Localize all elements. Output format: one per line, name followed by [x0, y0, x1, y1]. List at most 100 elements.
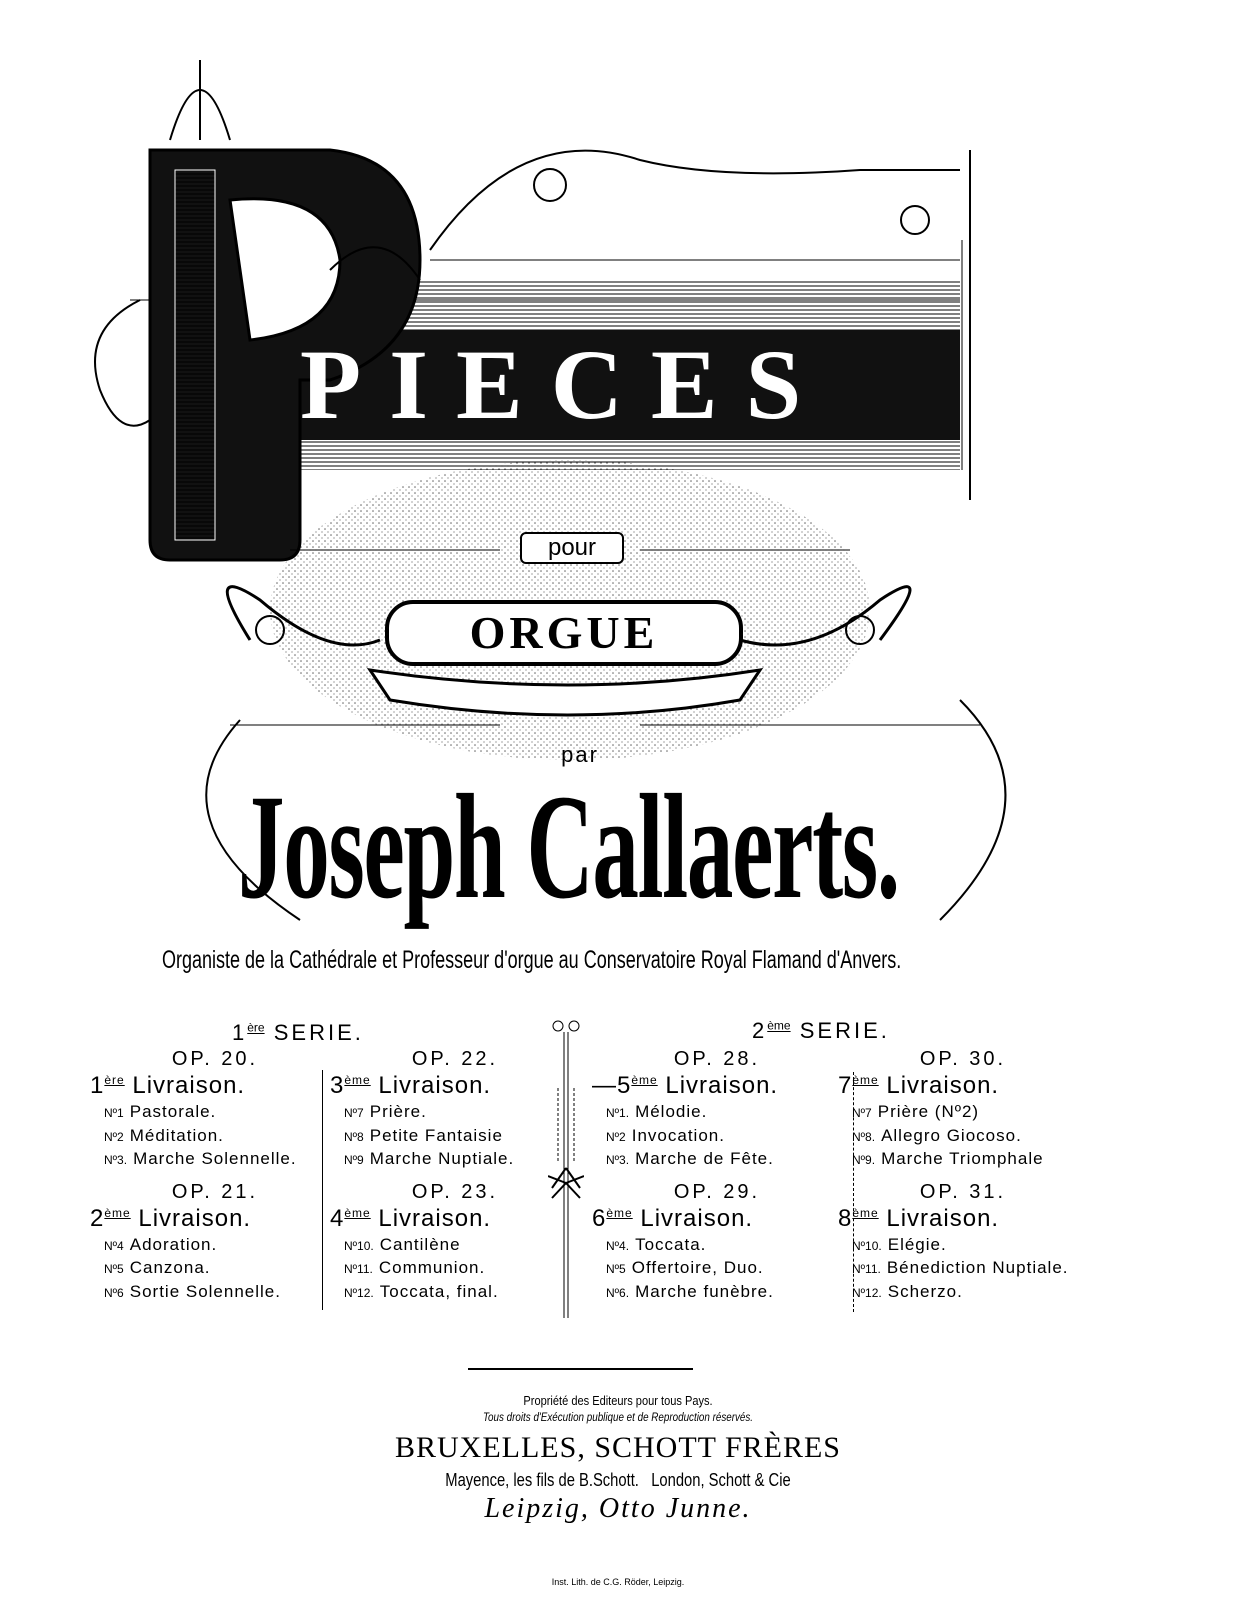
footer-rule: [468, 1368, 693, 1370]
piece-number: Nº9.: [852, 1153, 876, 1167]
livraison-heading: —5ème Livraison.: [592, 1072, 842, 1102]
opus-number: OP. 30.: [919, 1048, 1007, 1070]
piece-number: Nº3.: [606, 1153, 630, 1167]
piece-number: Nº2: [606, 1129, 626, 1144]
piece-title: Sortie Solennelle.: [129, 1281, 281, 1301]
title-instrument: ORGUE: [385, 600, 743, 666]
piece-item: Nº1. Mélodie.: [592, 1102, 842, 1126]
piece-title: Prière (Nº2): [877, 1102, 980, 1121]
livraison-heading: 8ème Livraison.: [838, 1205, 1088, 1235]
series-label: SERIE.: [273, 1020, 364, 1045]
livraison-heading: 3ème Livraison.: [330, 1072, 580, 1102]
piece-number: Nº11.: [852, 1262, 881, 1276]
piece-number: Nº8: [344, 1129, 364, 1144]
series-divider-ornament: [548, 1020, 584, 1318]
series-2-heading: 2ème SERIE.: [752, 1018, 890, 1044]
opus-number: OP. 22.: [411, 1048, 499, 1070]
piece-title: Communion.: [378, 1258, 486, 1277]
piece-number: Nº1: [104, 1106, 124, 1120]
piece-number: Nº5: [104, 1262, 124, 1276]
piece-item: Nº10.Cantilène: [330, 1235, 580, 1259]
piece-item: Nº3.Marche de Fête.: [592, 1149, 842, 1173]
piece-title: Elégie.: [887, 1234, 947, 1254]
piece-number: Nº10.: [344, 1238, 374, 1253]
publisher-leipzig: Leipzig, Otto Junne.: [484, 1493, 752, 1524]
series-label: SERIE.: [799, 1018, 890, 1043]
series-number: 1: [232, 1020, 248, 1045]
rights-notice: Propriété des Editeurs pour tous Pays.: [523, 1393, 713, 1408]
livraison-number: 8: [838, 1204, 853, 1232]
piece-item: Nº1 Pastorale.: [90, 1102, 340, 1126]
title-pour: pour: [520, 532, 624, 564]
piece-title: Méditation.: [129, 1125, 224, 1145]
piece-item: Nº8.Allegro Giocoso.: [838, 1126, 1088, 1150]
livraison-sup: ème: [631, 1073, 658, 1087]
livraison-number: 1: [90, 1072, 105, 1099]
piece-title: Pastorale.: [129, 1102, 217, 1121]
livraison-label: Livraison.: [378, 1204, 492, 1232]
series-sup: ème: [767, 1018, 791, 1033]
piece-title: Toccata, final.: [379, 1281, 499, 1301]
livraison-sup: ère: [104, 1073, 125, 1087]
livraison-number: 4: [330, 1204, 345, 1232]
opus-number: OP. 21.: [171, 1180, 259, 1203]
livraison-heading: 6ème Livraison.: [592, 1205, 842, 1235]
piece-number: Nº4: [104, 1238, 124, 1253]
series-1-heading: 1ère SERIE.: [232, 1020, 364, 1046]
livraison-sup: ème: [606, 1205, 633, 1220]
composer-name: Joseph Callaerts.: [238, 764, 900, 930]
piece-number: Nº1.: [606, 1106, 630, 1120]
livraison-sup: ème: [852, 1073, 879, 1087]
composer-subtitle: Organiste de la Cathédrale et Professeur…: [162, 946, 902, 974]
piece-title: Marche Nuptiale.: [369, 1149, 515, 1168]
piece-number: Nº6.: [606, 1285, 630, 1300]
opus-number: OP. 29.: [673, 1180, 761, 1203]
livraison-number: 6: [592, 1204, 607, 1232]
livraison-heading: 1ère Livraison.: [90, 1072, 340, 1102]
piece-number: Nº10.: [852, 1238, 882, 1253]
piece-number: Nº4.: [606, 1238, 630, 1253]
piece-title: Canzona.: [129, 1258, 211, 1277]
column-divider: [853, 1072, 854, 1312]
piece-item: Nº9.Marche Triomphale: [838, 1149, 1088, 1173]
column-divider: [322, 1070, 323, 1310]
livraison-group: OP. 31.8ème Livraison.Nº10.Elégie.Nº11.B…: [838, 1181, 1088, 1306]
livraison-number: —5: [592, 1072, 632, 1099]
piece-item: Nº9 Marche Nuptiale.: [330, 1149, 580, 1173]
piece-item: Nº11.Communion.: [330, 1258, 580, 1282]
piece-title: Marche Solennelle.: [133, 1149, 297, 1168]
piece-title: Mélodie.: [635, 1102, 708, 1121]
piece-number: Nº12.: [852, 1285, 882, 1300]
opus-number: OP. 20.: [171, 1048, 259, 1070]
piece-number: Nº9: [344, 1153, 364, 1167]
title-main: PIECES: [300, 329, 830, 440]
opus-number: OP. 31.: [919, 1180, 1007, 1203]
piece-title: Allegro Giocoso.: [881, 1125, 1022, 1145]
livraison-heading: 2ème Livraison.: [90, 1205, 340, 1235]
piece-title: Toccata.: [635, 1234, 707, 1254]
livraison-label: Livraison.: [138, 1204, 252, 1232]
livraison-sup: ème: [104, 1205, 131, 1220]
livraison-heading: 7ème Livraison.: [838, 1072, 1088, 1102]
livraison-sup: ème: [344, 1205, 371, 1220]
publisher-branches: Mayence, les fils de B.Schott. London, S…: [445, 1470, 791, 1490]
title-ornament: [94, 60, 1007, 921]
piece-number: Nº12.: [344, 1285, 374, 1300]
series-number: 2: [752, 1018, 768, 1043]
livraison-label: Livraison.: [665, 1072, 779, 1099]
